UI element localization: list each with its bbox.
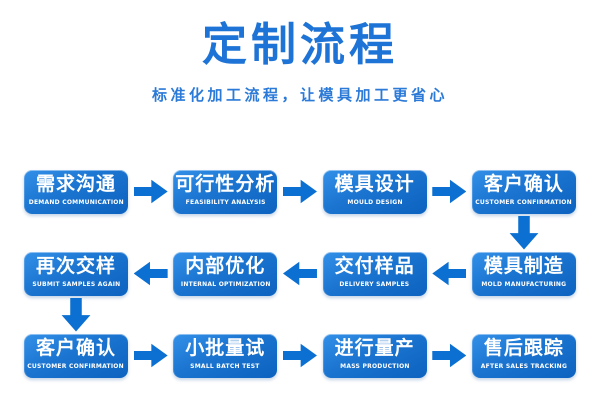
step-label-en: AFTER SALES TRACKING <box>480 363 568 370</box>
arrow-down-icon <box>509 215 539 250</box>
step-label-zh: 可行性分析 <box>175 173 276 195</box>
step-label-zh: 客户确认 <box>35 337 116 359</box>
step-label-en: FEASIBILITY ANALYSIS <box>185 199 266 206</box>
step-after-sales-tracking: 售后跟踪 AFTER SALES TRACKING <box>471 333 576 378</box>
step-customer-confirmation-1: 客户确认 CUSTOMER CONFIRMATION <box>471 169 576 214</box>
step-label-zh: 需求沟通 <box>35 173 116 195</box>
arrow-left-icon <box>133 261 168 286</box>
step-label-zh: 模具设计 <box>334 173 415 195</box>
step-mass-production: 进行量产 MASS PRODUCTION <box>322 333 427 378</box>
step-demand-communication: 需求沟通 DEMAND COMMUNICATION <box>24 169 128 214</box>
step-label-en: CUSTOMER CONFIRMATION <box>27 363 125 370</box>
flow-row-3: 客户确认 CUSTOMER CONFIRMATION 小批量试 SMALL BA… <box>24 333 576 378</box>
step-label-en: CUSTOMER CONFIRMATION <box>475 199 573 206</box>
step-mold-manufacturing: 模具制造 MOLD MANUFACTURING <box>471 251 576 296</box>
step-label-en: MOLD MANUFACTURING <box>481 281 567 288</box>
step-label-zh: 售后跟踪 <box>483 337 564 359</box>
flow-row-1: 需求沟通 DEMAND COMMUNICATION 可行性分析 FEASIBIL… <box>24 169 576 214</box>
step-label-en: DELIVERY SAMPLES <box>339 281 410 288</box>
step-label-zh: 内部优化 <box>185 255 266 277</box>
process-flowchart: 需求沟通 DEMAND COMMUNICATION 可行性分析 FEASIBIL… <box>0 169 600 378</box>
step-internal-optimization: 内部优化 INTERNAL OPTIMIZATION <box>173 251 278 296</box>
arrow-left-icon <box>432 261 467 286</box>
step-mould-design: 模具设计 MOULD DESIGN <box>322 169 427 214</box>
step-label-en: DEMAND COMMUNICATION <box>28 199 124 206</box>
step-small-batch-test: 小批量试 SMALL BATCH TEST <box>173 333 278 378</box>
step-label-zh: 再次交样 <box>35 255 116 277</box>
step-submit-samples-again: 再次交样 SUBMIT SAMPLES AGAIN <box>24 251 128 296</box>
step-label-en: MASS PRODUCTION <box>339 363 410 370</box>
step-feasibility-analysis: 可行性分析 FEASIBILITY ANALYSIS <box>173 169 278 214</box>
step-delivery-samples: 交付样品 DELIVERY SAMPLES <box>322 251 427 296</box>
step-label-en: INTERNAL OPTIMIZATION <box>180 281 271 288</box>
page-subtitle: 标准化加工流程，让模具加工更省心 <box>151 85 448 104</box>
step-label-zh: 客户确认 <box>483 173 564 195</box>
arrow-right-icon <box>133 343 168 368</box>
step-label-zh: 模具制造 <box>483 255 564 277</box>
arrow-right-icon <box>432 179 467 204</box>
step-label-en: SMALL BATCH TEST <box>190 363 261 370</box>
step-label-zh: 进行量产 <box>334 337 415 359</box>
arrow-right-icon <box>432 343 467 368</box>
arrow-right-icon <box>282 179 317 204</box>
arrow-left-icon <box>282 261 317 286</box>
step-label-zh: 交付样品 <box>334 255 415 277</box>
step-label-en: MOULD DESIGN <box>346 199 403 206</box>
page-title: 定制流程 <box>201 18 398 71</box>
arrow-right-icon <box>282 343 317 368</box>
arrow-down-icon <box>61 297 91 332</box>
step-label-zh: 小批量试 <box>185 337 266 359</box>
step-label-en: SUBMIT SAMPLES AGAIN <box>31 281 121 288</box>
flow-row-2: 再次交样 SUBMIT SAMPLES AGAIN 内部优化 INTERNAL … <box>24 251 576 296</box>
arrow-right-icon <box>133 179 168 204</box>
step-customer-confirmation-2: 客户确认 CUSTOMER CONFIRMATION <box>24 333 128 378</box>
